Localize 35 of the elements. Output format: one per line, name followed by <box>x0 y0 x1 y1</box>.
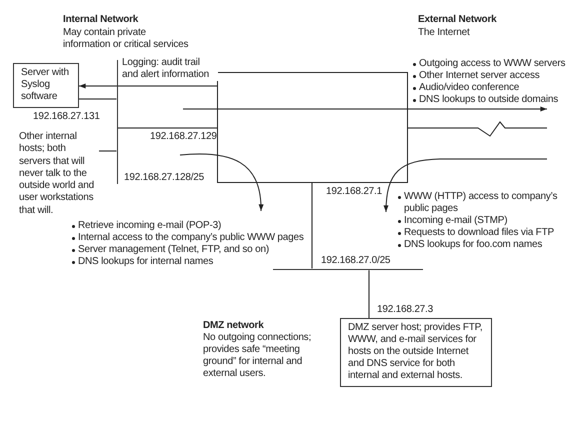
service-item: DNS lookups for internal names <box>78 256 214 268</box>
server-box <box>13 63 79 108</box>
section-heading: DMZ network <box>203 320 264 332</box>
service-item: Other Internet server access <box>419 70 540 82</box>
section-description: The Internet <box>418 27 470 39</box>
device-box <box>217 72 408 183</box>
ip-address-label: 192.168.27.128/25 <box>124 172 204 184</box>
ip-address-label: 192.168.27.0/25 <box>321 255 390 267</box>
zigzag-line <box>408 121 548 137</box>
ip-address-label: 192.168.27.131 <box>33 111 100 123</box>
connector-line <box>78 98 117 100</box>
service-item: Incoming e-mail (STMP) <box>404 215 508 227</box>
network-line <box>273 268 423 270</box>
service-item: Requests to download files via FTP <box>404 227 554 239</box>
edge-label: Logging: audit trail and alert information <box>122 57 218 81</box>
service-item: Server management (Telnet, FTP, and so on) <box>78 244 269 256</box>
service-item: Audio/video conference <box>419 82 520 94</box>
section-description: No outgoing connections; provides safe “meeting ground” for internal and external users. <box>203 332 312 380</box>
server-description: Server with Syslog software <box>21 67 70 103</box>
section-heading: Internal Network <box>63 14 138 26</box>
leader-line <box>98 150 117 152</box>
service-item: Internal access to the company’s public WWW pages <box>78 232 304 244</box>
host-description: Other internal hosts; both servers that will never talk to the outside world and user workstations that will. <box>19 131 99 218</box>
service-item: Outgoing access to WWW servers <box>419 58 566 70</box>
service-item: Retrieve incoming e-mail (POP-3) <box>78 220 222 232</box>
arrow <box>78 84 218 88</box>
service-item: DNS lookups to outside domains <box>419 94 558 106</box>
service-item: WWW (HTTP) access to company’s public pages <box>404 191 558 215</box>
section-heading: External Network <box>418 14 496 26</box>
section-description: May contain private information or critical services <box>63 27 190 51</box>
network-line <box>116 60 118 184</box>
connector-line <box>368 270 370 318</box>
server-box <box>340 318 492 387</box>
server-description: DMZ server host; provides FTP, WWW, and e-mail services for hosts on the outside Internet and DNS service for both internal and external hosts. <box>348 322 484 382</box>
service-item: DNS lookups for foo.com names <box>404 239 542 251</box>
